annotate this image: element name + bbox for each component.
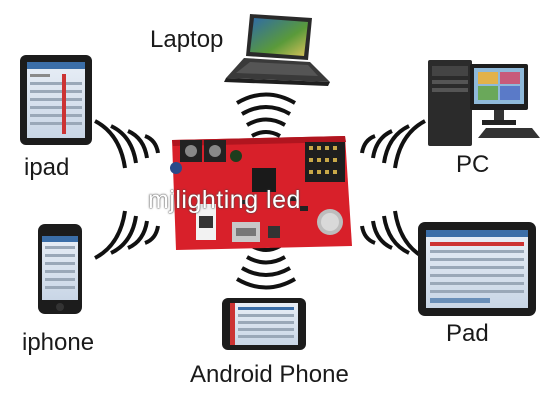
ipad-icon — [20, 55, 92, 145]
wave-bottom — [235, 244, 297, 290]
label-android-phone: Android Phone — [190, 361, 349, 388]
iphone-icon — [38, 224, 82, 314]
controller-board — [170, 136, 352, 250]
label-pad: Pad — [446, 320, 489, 347]
label-iphone: iphone — [22, 329, 95, 356]
pc-icon — [428, 60, 540, 146]
wave-upper-left — [94, 119, 160, 169]
label-laptop: Laptop — [150, 26, 224, 53]
wave-upper-right — [360, 119, 426, 169]
wave-lower-right — [360, 210, 426, 260]
laptop-icon — [224, 14, 330, 86]
wave-top — [235, 92, 297, 138]
wave-lower-left — [94, 210, 160, 260]
android-phone-icon — [222, 298, 306, 350]
label-pc: PC — [456, 151, 490, 178]
label-ipad: ipad — [24, 154, 70, 181]
pad-icon — [418, 222, 536, 316]
watermark-text: mjlighting led — [148, 186, 301, 214]
